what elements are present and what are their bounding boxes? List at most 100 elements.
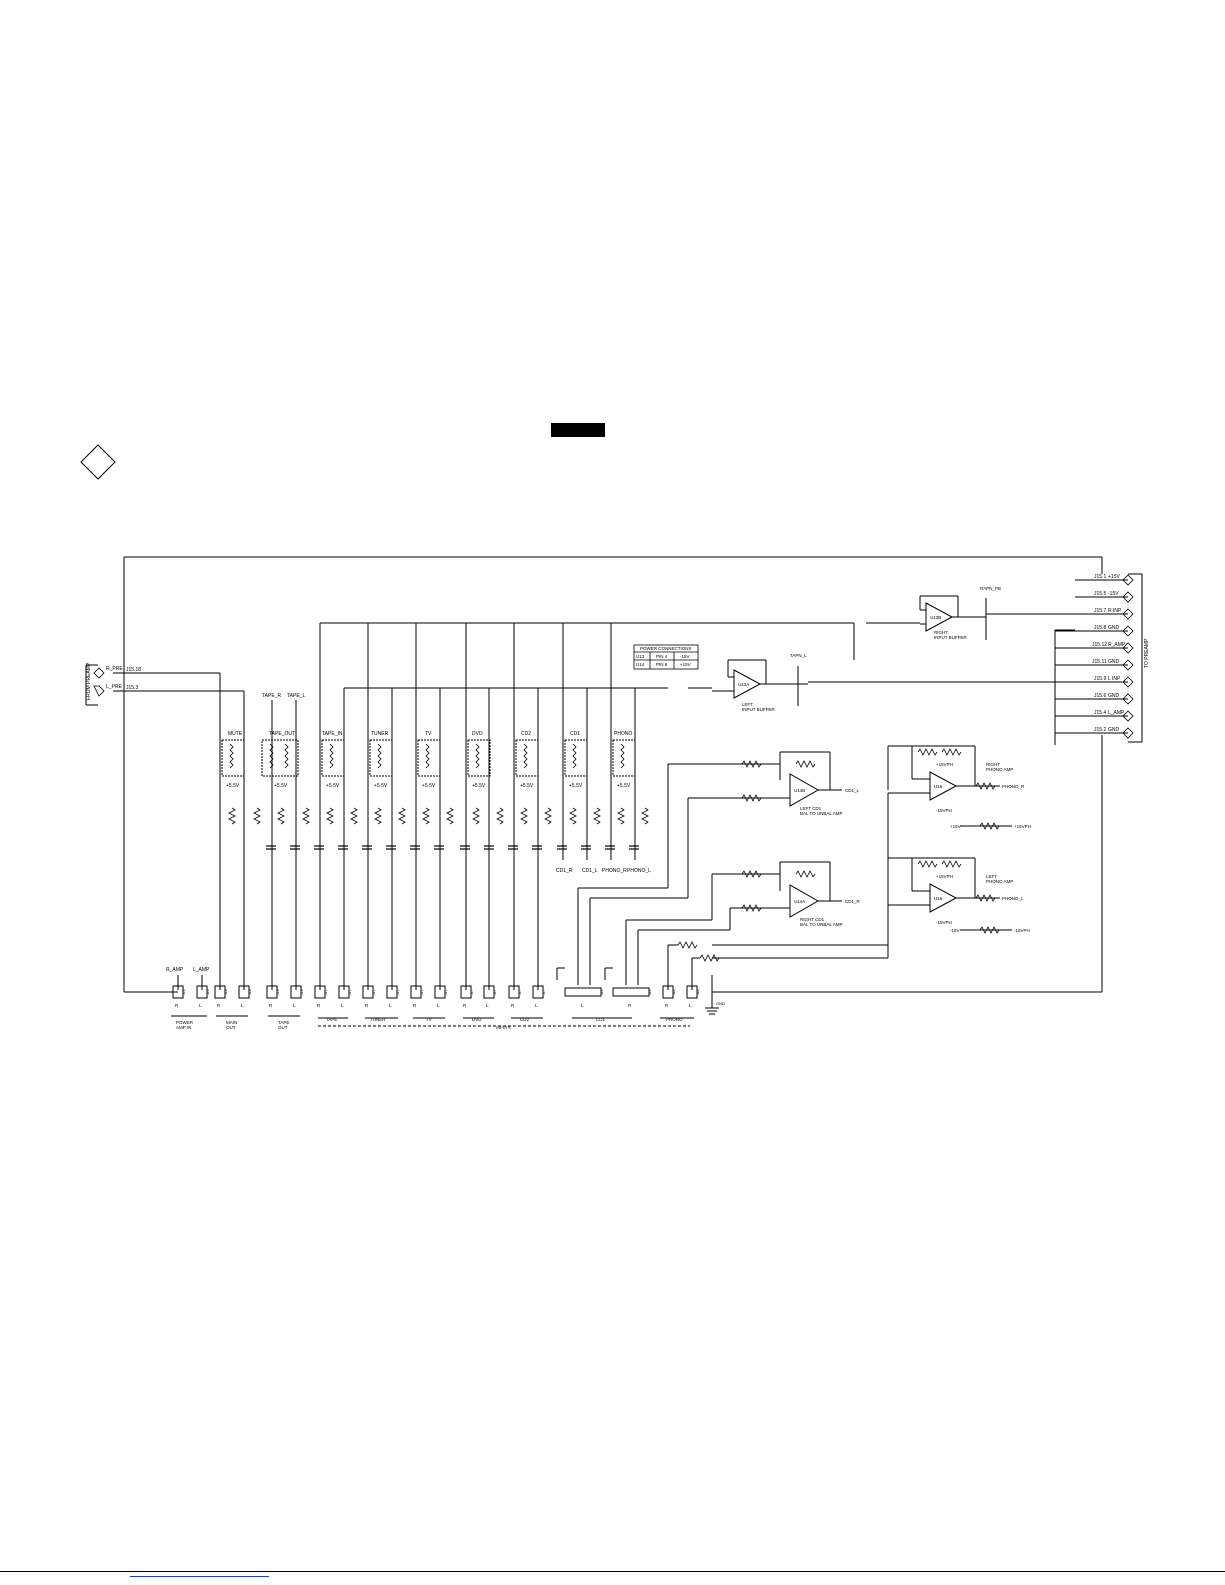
relay-supply: +5.5V — [274, 783, 288, 789]
pin-num: J15.11 — [1092, 659, 1107, 665]
jack-ref: J21 — [600, 989, 604, 995]
relay-bank — [221, 739, 636, 777]
jack-ref: J22 — [696, 989, 700, 995]
power-table-cell: -15V — [680, 654, 690, 659]
jack-r: R — [217, 1003, 221, 1008]
tape-l-tap: TAPE_L — [287, 693, 305, 699]
jack-l: L — [437, 1003, 440, 1008]
phono-supply: +15VPH — [1014, 824, 1031, 829]
jack-l: L — [341, 1003, 344, 1008]
jack-group: CD1 — [596, 1017, 605, 1022]
jack-l: L — [389, 1003, 392, 1008]
pin-num: J15.8 — [1094, 625, 1106, 631]
opamp-out: CD1_L — [845, 788, 860, 793]
jack-ref: J18 — [224, 989, 228, 995]
pin-diamonds — [93, 574, 1134, 739]
footer-link-underline[interactable] — [130, 1576, 269, 1577]
schematic-labels: FROM PREAMP TO PREAMP R_PRE L_PRE J15.18… — [86, 574, 1150, 1030]
l-pre-label: L_PRE — [106, 684, 123, 690]
jack-ref: J16 — [206, 989, 210, 995]
relay-label: TUNER — [371, 731, 389, 737]
pin-signal: L INP — [1108, 676, 1121, 682]
jack-r: R — [413, 1003, 417, 1008]
jack-group: TAPE — [326, 1017, 337, 1022]
jack-ref: J17 — [396, 989, 400, 995]
jack-r: R — [628, 1003, 632, 1008]
revision-diamond-icon — [80, 444, 116, 480]
relay-label: PHONO — [614, 731, 632, 737]
relay-supply: +5.5V — [520, 783, 534, 789]
pin-num: J15.1 — [1094, 574, 1106, 580]
pin-signal: GND — [1108, 727, 1120, 733]
opamp-ref: U13B — [930, 615, 941, 620]
power-table-cell: PIN 4 — [656, 654, 668, 659]
to-preamp-label: TO PREAMP — [1144, 638, 1150, 668]
relay-supply: +5.5V — [472, 783, 486, 789]
relay-supply: +5.5V — [374, 783, 388, 789]
footer-rule — [0, 1571, 1225, 1572]
jack-ref: J17 — [444, 989, 448, 995]
opamp-out: CD1_R — [845, 899, 861, 904]
power-table-cell: U13 — [636, 654, 645, 659]
jack-ref: J17 — [493, 989, 497, 995]
relay-supply: +5.5V — [617, 783, 631, 789]
relay-label: CD1 — [570, 731, 580, 737]
phono-supply: -15V — [950, 928, 960, 933]
phono-supply: +15V — [950, 824, 961, 829]
jack-ref: J17 — [518, 989, 522, 995]
jack-l: L — [535, 1003, 538, 1008]
gnd-label: GND — [716, 1001, 725, 1006]
relay-coils — [229, 743, 625, 769]
r-pre-label: R_PRE — [106, 666, 123, 672]
relay-label: MUTE — [228, 731, 243, 737]
opamp-net: TAPN_L — [790, 653, 807, 658]
j15-3-label: J15.3 — [126, 685, 138, 691]
signal-buses — [85, 556, 1143, 993]
tape-r-tap: TAPE_R — [262, 693, 281, 699]
jack-group: CD2 — [520, 1017, 529, 1022]
jack-ref: J17 — [324, 989, 328, 995]
pin-signal: +15V — [1108, 574, 1120, 580]
tap-label: CD1_L — [582, 868, 598, 874]
to-preamp-pin-lines — [808, 579, 1128, 734]
pin-signal: R_AMP — [1108, 642, 1126, 648]
jack-r: R — [365, 1003, 369, 1008]
coupling-capacitors — [266, 845, 639, 850]
jack-row — [171, 967, 698, 1027]
jack-l: L — [689, 1003, 692, 1008]
power-table-cell: PIN 8 — [656, 662, 668, 667]
tap-label: PHONO_R — [602, 868, 627, 874]
jack-ref: J18 — [248, 989, 252, 995]
pin-signal: -15V — [1108, 591, 1119, 597]
power-table-title: POWER CONNECTIONS — [640, 646, 692, 651]
phono-supply: -15VPH — [1014, 928, 1030, 933]
jack-ref: J17 — [420, 989, 424, 995]
redaction-bar — [551, 423, 605, 437]
inputs-label: INPUTS — [496, 1025, 511, 1030]
jack-group: DVD — [472, 1017, 482, 1022]
j15-18-label: J15.18 — [126, 667, 141, 673]
jack-ref: J19 — [276, 989, 280, 995]
opamp-vplus: +15VPH — [936, 762, 953, 767]
jack-r: R — [463, 1003, 467, 1008]
jack-r: R — [317, 1003, 321, 1008]
jack-l: L — [199, 1003, 202, 1008]
input-buffers — [712, 595, 987, 706]
tap-label: PHONO_L — [627, 868, 651, 874]
relay-supply: +5.5V — [422, 783, 436, 789]
jack-ref: J17 — [470, 989, 474, 995]
power-connections-table — [633, 644, 699, 670]
shunt-resistors — [228, 807, 649, 825]
jack-group: PHONO — [666, 1017, 683, 1022]
power-table-cell: U14 — [636, 662, 645, 667]
jack-r: R — [665, 1003, 669, 1008]
pin-num: J15.12 — [1092, 642, 1107, 648]
relay-label: TAPE_IN — [322, 731, 343, 737]
opamp-vplus: +15VPH — [936, 874, 953, 879]
